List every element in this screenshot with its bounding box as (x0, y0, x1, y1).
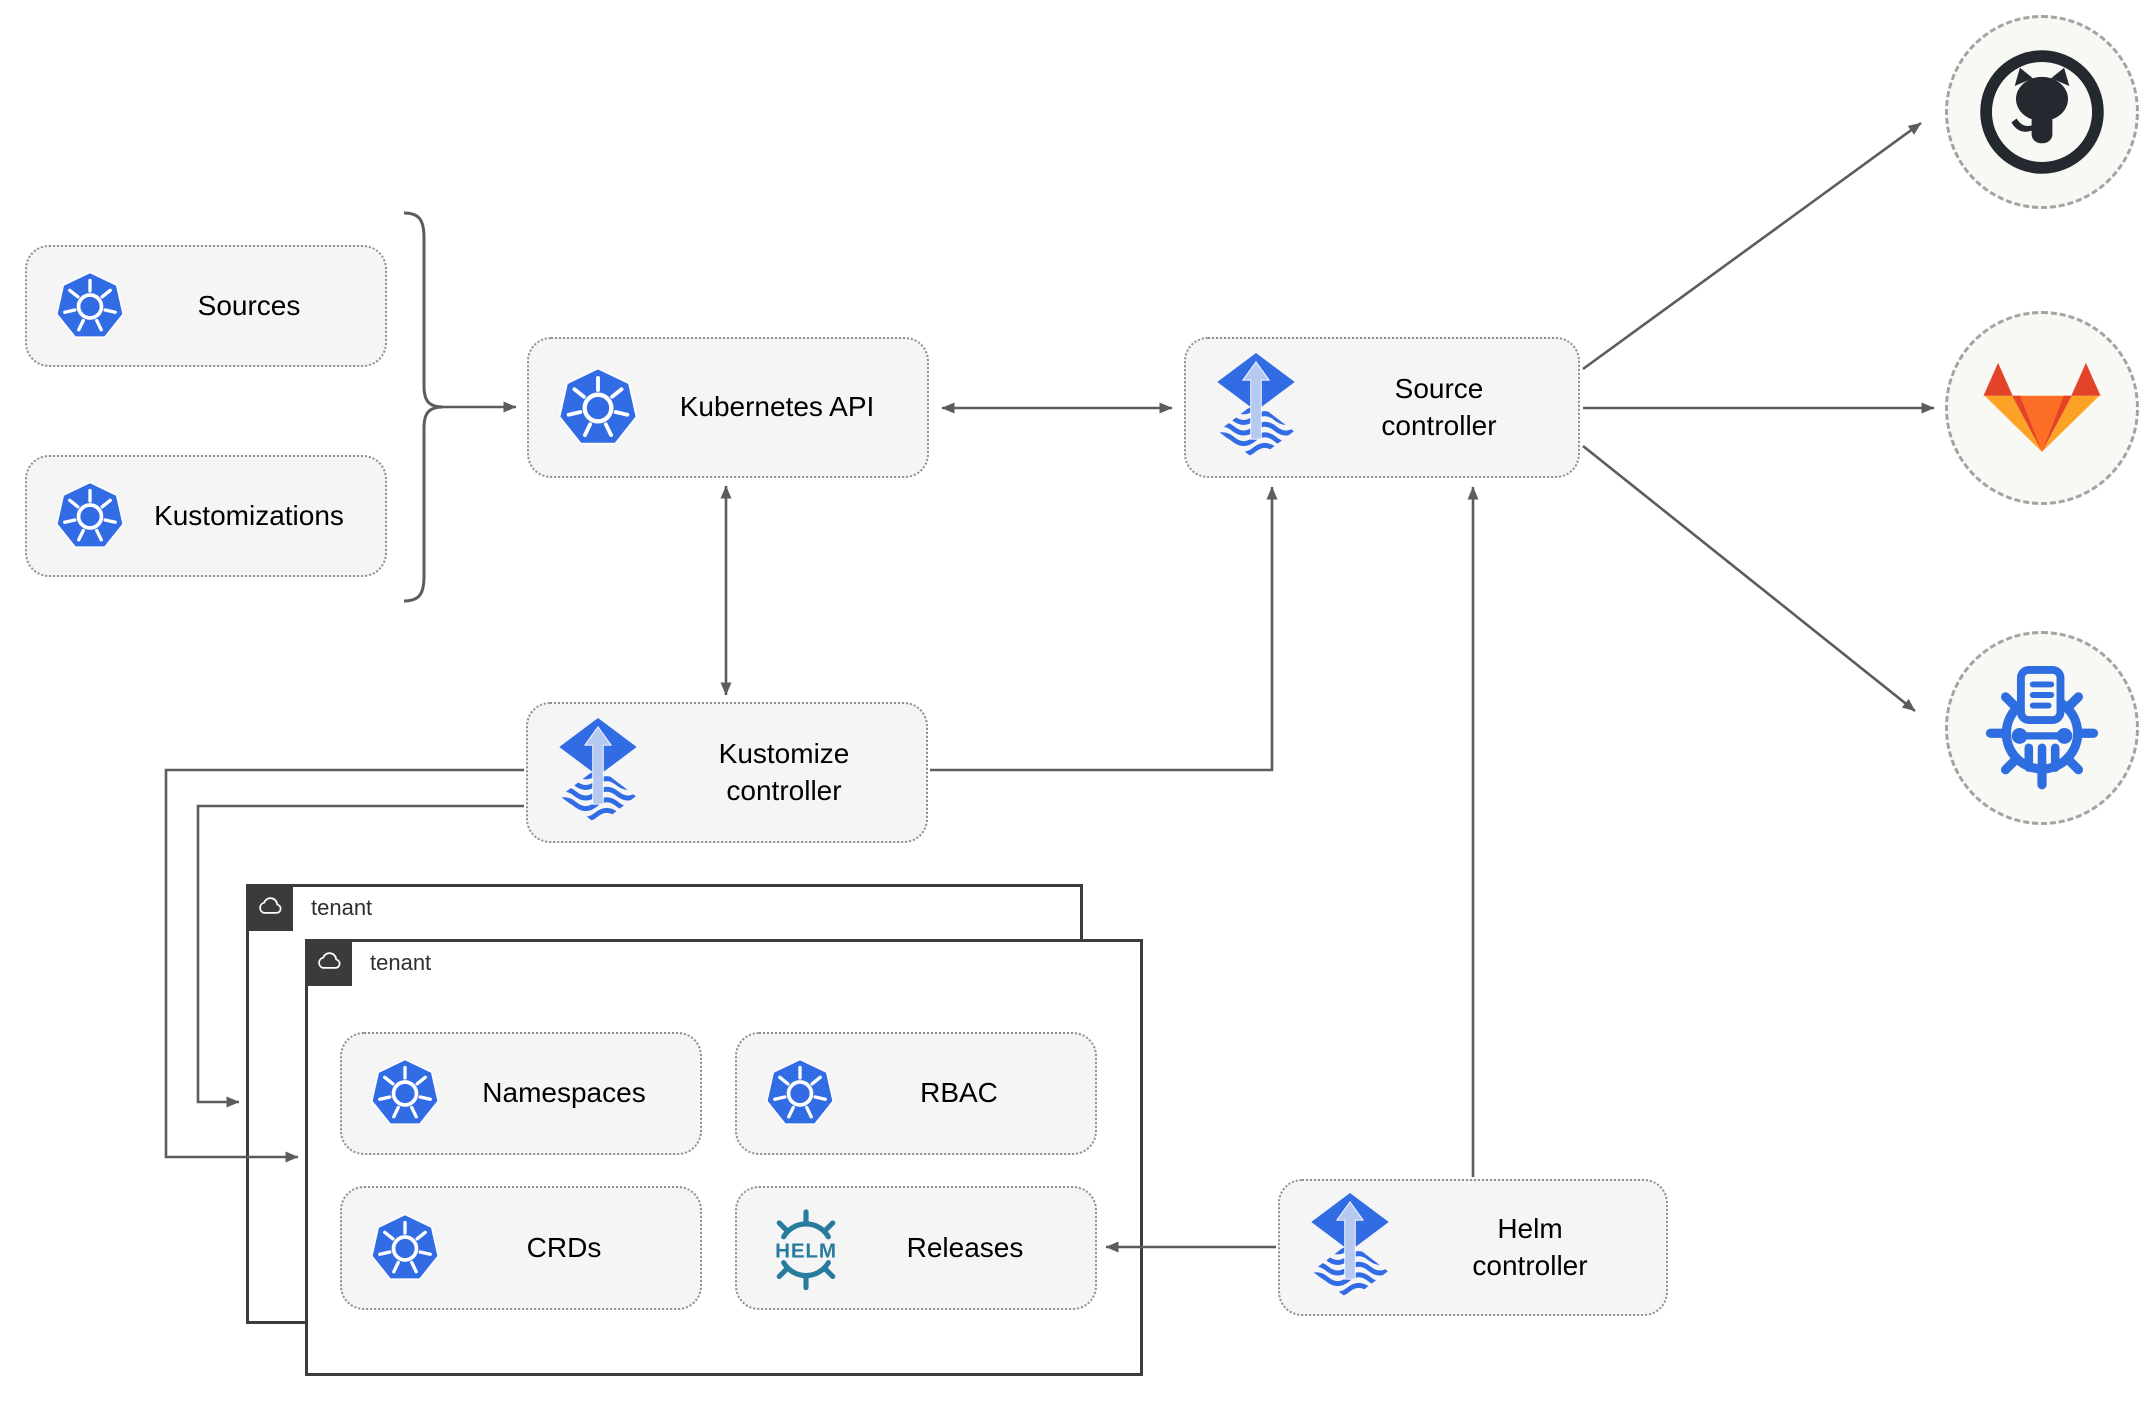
tenant-inner-label: tenant (370, 950, 432, 975)
node-sources: Sources (25, 245, 387, 367)
endpoint-helm-repository (1945, 631, 2139, 825)
node-rbac-label: RBAC (920, 1077, 998, 1109)
node-kubernetes-api: Kubernetes API (527, 337, 929, 478)
helm-icon: HELM (763, 1205, 849, 1291)
node-kustomize-controller-label: Kustomize controller (718, 738, 850, 806)
tenant-inner-container: tenant (305, 939, 1143, 1376)
tenant-outer-label: tenant (311, 895, 373, 920)
helm-repository-icon (1976, 662, 2108, 794)
node-kustomizations: Kustomizations (25, 455, 387, 577)
kubernetes-icon (53, 268, 127, 345)
flux-icon (1306, 1191, 1394, 1304)
node-source-controller-label: Source controller (1381, 373, 1497, 441)
endpoint-github (1945, 15, 2139, 209)
tenant-outer-tab (246, 884, 293, 931)
edge-kustomize-to-source (930, 486, 1278, 772)
node-releases: HELM Releases (735, 1186, 1097, 1310)
cloud-icon (255, 895, 285, 921)
flux-icon (554, 716, 642, 829)
kubernetes-icon (555, 363, 641, 453)
node-helm-controller: Helm controller (1278, 1179, 1668, 1316)
edge-source-to-github (1582, 121, 1922, 371)
node-kubernetes-api-label: Kubernetes API (679, 391, 875, 423)
node-sources-label: Sources (197, 289, 301, 321)
node-crds: CRDs (340, 1186, 702, 1310)
node-rbac: RBAC (735, 1032, 1097, 1155)
node-namespaces: Namespaces (340, 1032, 702, 1155)
kubernetes-icon (368, 1210, 442, 1287)
edge-source-to-helm-repository (1582, 444, 1916, 713)
node-namespaces-label: Namespaces (482, 1077, 646, 1109)
svg-text:HELM: HELM (775, 1239, 837, 1262)
tenant-inner-tab (305, 939, 352, 986)
gitlab-icon (1981, 359, 2103, 457)
kubernetes-icon (53, 478, 127, 555)
node-crds-label: CRDs (526, 1231, 602, 1263)
endpoint-gitlab (1945, 311, 2139, 505)
node-kustomize-controller: Kustomize controller (526, 702, 928, 843)
node-kustomizations-label: Kustomizations (154, 499, 344, 531)
kubernetes-icon (368, 1055, 442, 1132)
node-helm-controller-label: Helm controller (1472, 1213, 1588, 1281)
edge-bracket-sources-group (403, 211, 444, 603)
github-icon (1977, 47, 2107, 177)
node-source-controller: Source controller (1184, 337, 1580, 478)
cloud-icon (314, 950, 344, 976)
flux-icon (1212, 351, 1300, 464)
node-releases-label: Releases (906, 1231, 1024, 1263)
kubernetes-icon (763, 1055, 837, 1132)
